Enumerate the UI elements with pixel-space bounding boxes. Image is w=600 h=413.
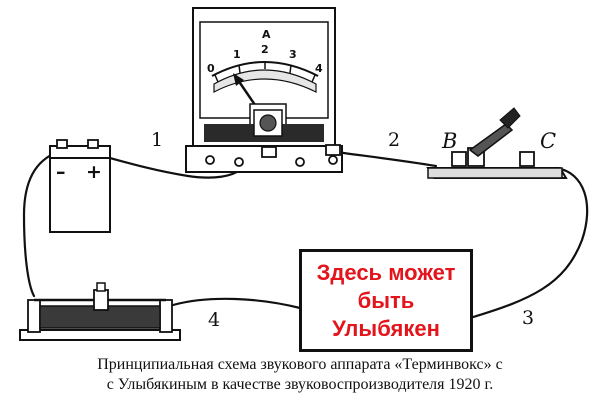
placeholder-line-1: Здесь может — [316, 259, 456, 285]
placeholder-line-3: Улыбякен — [332, 315, 440, 341]
ammeter-needle-tip — [233, 73, 244, 86]
caption-line-2: с Улыбякиным в качестве звуковоспроизвод… — [106, 376, 494, 393]
scale-tick-mark — [238, 64, 241, 74]
battery-body — [49, 145, 111, 233]
switch-blade — [468, 123, 514, 157]
rheostat — [19, 282, 181, 341]
switch-label-b: B — [441, 129, 457, 153]
ammeter-screw — [328, 155, 338, 165]
ammeter-coil — [259, 114, 277, 132]
figure-caption: Принципиальная схема звукового аппарата … — [0, 355, 600, 395]
wire-2 — [334, 150, 438, 168]
scale-tick-label: 0 — [207, 62, 215, 75]
switch-terminal-b — [451, 151, 467, 167]
battery: – + — [49, 139, 111, 233]
placeholder-line-2: быть — [357, 287, 415, 313]
battery-cap — [49, 145, 111, 159]
scale-tick-mark — [289, 64, 292, 74]
battery-plus-sign: + — [86, 161, 102, 183]
ammeter-letter: A — [262, 28, 271, 41]
scale-tick-mark — [311, 74, 316, 83]
battery-minus-sign: – — [56, 161, 66, 183]
wire-label-2: 2 — [388, 129, 400, 151]
wire-battery-rheostat — [22, 150, 60, 298]
ammeter-terminal — [261, 146, 277, 158]
rheostat-base — [19, 329, 181, 341]
scale-tick-mark — [214, 74, 219, 83]
wire-label-4: 4 — [208, 309, 220, 331]
rheostat-stand-right — [159, 299, 173, 333]
wire-label-3: 3 — [522, 307, 534, 329]
switch-base-front — [427, 167, 563, 179]
switch-handle — [499, 107, 521, 129]
wire-label-1: 1 — [151, 129, 163, 151]
battery-terminal-plus — [87, 139, 99, 149]
rheostat-stand-left — [27, 299, 41, 333]
scale-tick-label: 1 — [233, 48, 241, 61]
scale-tick-label: 4 — [315, 62, 323, 75]
ammeter: A 0 1 2 3 4 — [185, 7, 343, 173]
ammeter-terminal — [325, 144, 341, 156]
caption-line-1: Принципиальная схема звукового аппарата … — [97, 356, 503, 373]
ammeter-screw — [295, 157, 305, 167]
knife-switch: B C — [426, 107, 568, 179]
wire-1 — [90, 151, 242, 179]
ammeter-screw — [234, 157, 244, 167]
switch-terminal-c — [519, 151, 535, 167]
battery-terminal-minus — [56, 139, 68, 149]
wire-4 — [171, 297, 302, 310]
sound-device-placeholder: Здесь может быть Улыбякен — [299, 249, 473, 352]
scale-tick-label: 2 — [261, 43, 269, 56]
switch-label-c: C — [540, 129, 556, 153]
rheostat-slider-knob — [96, 282, 106, 292]
ammeter-screw — [205, 155, 215, 165]
scale-tick-label: 3 — [289, 48, 297, 61]
wire-3 — [468, 166, 589, 320]
rheostat-slider — [93, 289, 109, 311]
wires — [22, 150, 589, 320]
